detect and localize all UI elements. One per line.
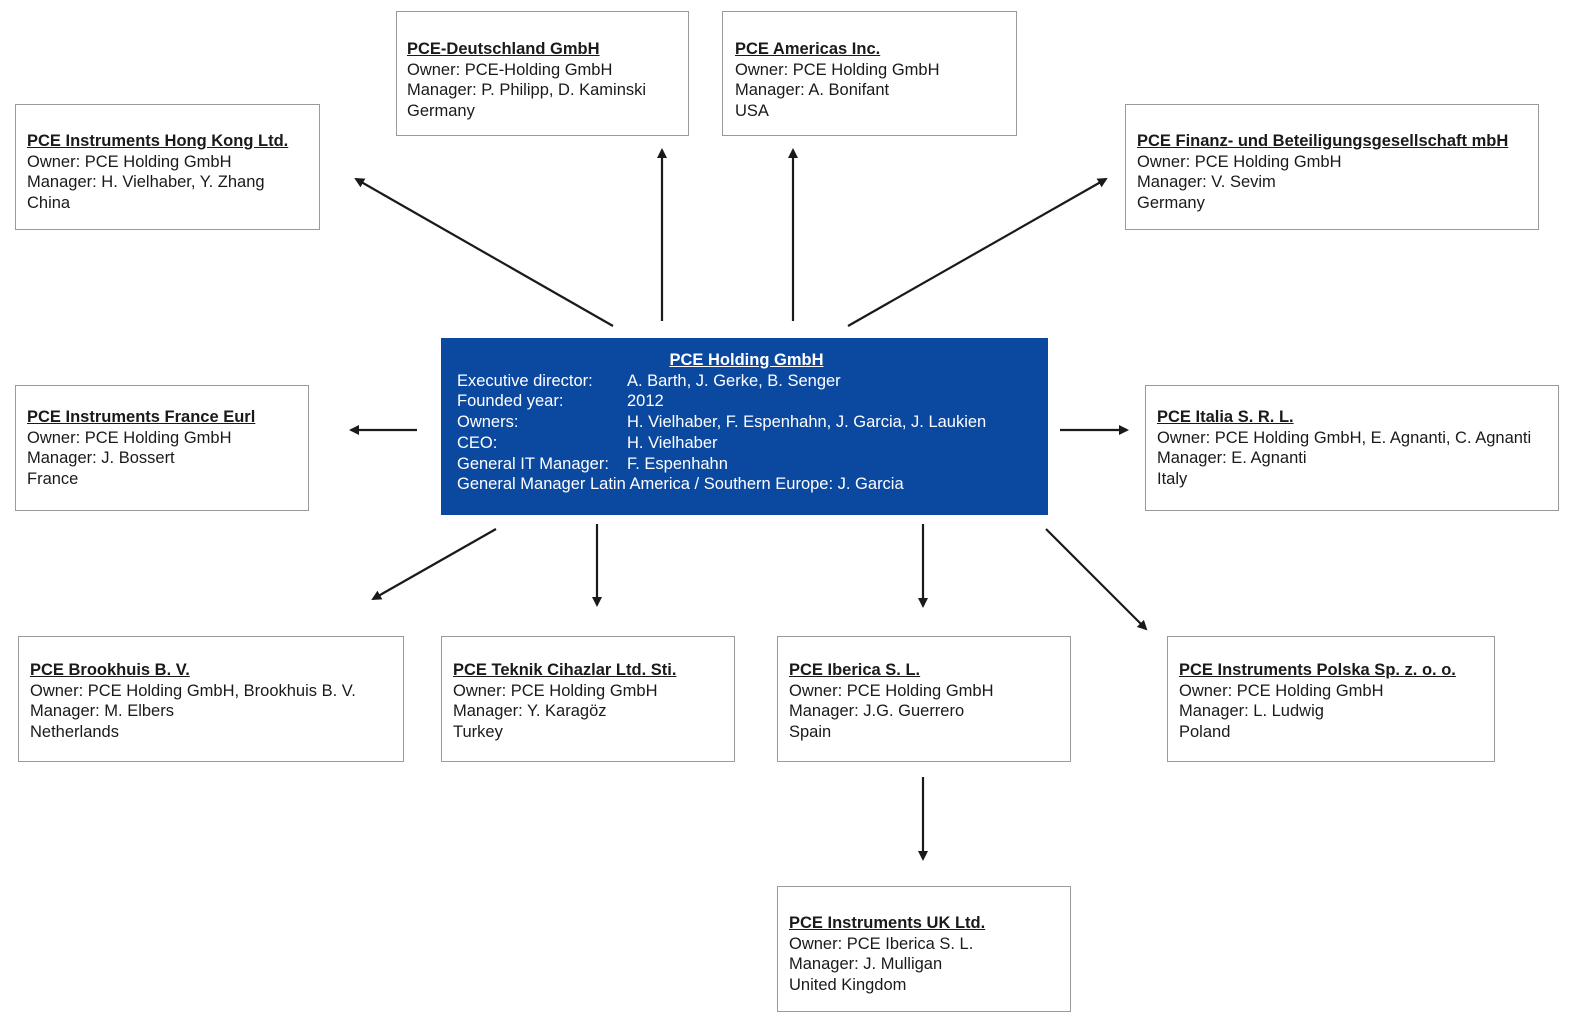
company-manager: Manager: J. Mulligan xyxy=(789,955,943,974)
company-owner: Owner: PCE Holding GmbH xyxy=(453,681,658,700)
company-title: PCE Instruments Hong Kong Ltd. xyxy=(27,132,289,150)
holding-row-label: General IT Manager: xyxy=(457,454,609,473)
company-owner: Owner: PCE Iberica S. L. xyxy=(789,934,974,953)
company-owner: Owner: PCE Holding GmbH xyxy=(789,681,994,700)
company-title: PCE Instruments France Eurl xyxy=(27,408,256,426)
company-manager: Manager: V. Sevim xyxy=(1137,173,1276,192)
arrow-to-hongkong xyxy=(354,178,614,327)
company-country: Turkey xyxy=(453,723,503,742)
company-box-uk: PCE Instruments UK Ltd. Owner: PCE Iberi… xyxy=(777,886,1071,1012)
company-manager: Manager: E. Agnanti xyxy=(1157,449,1307,468)
company-manager: Manager: Y. Karagöz xyxy=(453,702,607,721)
holding-row-label: Owners: xyxy=(457,413,519,432)
company-country: Netherlands xyxy=(30,723,119,742)
holding-row-value: A. Barth, J. Gerke, B. Senger xyxy=(627,371,841,390)
company-owner: Owner: PCE Holding GmbH xyxy=(1179,681,1384,700)
company-box-brookhuis: PCE Brookhuis B. V. Owner: PCE Holding G… xyxy=(18,636,404,762)
arrow-to-polska xyxy=(1045,528,1148,631)
holding-row: Founded year: 2012 xyxy=(457,391,1032,412)
company-owner: Owner: PCE Holding GmbH xyxy=(735,60,940,79)
company-title: PCE Italia S. R. L. xyxy=(1157,408,1294,426)
company-country: Germany xyxy=(407,102,475,121)
holding-row: CEO: H. Vielhaber xyxy=(457,433,1032,454)
holding-row-value: H. Vielhaber, F. Espenhahn, J. Garcia, J… xyxy=(627,413,987,432)
company-country: China xyxy=(27,194,71,213)
company-title: PCE Brookhuis B. V. xyxy=(30,661,190,679)
company-country: Spain xyxy=(789,723,832,742)
company-manager: Manager: J.G. Guerrero xyxy=(789,702,965,721)
holding-row-label: CEO: xyxy=(457,433,498,452)
company-box-teknik: PCE Teknik Cihazlar Ltd. Sti. Owner: PCE… xyxy=(441,636,735,762)
company-owner: Owner: PCE-Holding GmbH xyxy=(407,60,613,79)
company-box-italia: PCE Italia S. R. L. Owner: PCE Holding G… xyxy=(1145,385,1559,511)
company-box-polska: PCE Instruments Polska Sp. z. o. o. Owne… xyxy=(1167,636,1495,762)
company-owner: Owner: PCE Holding GmbH, E. Agnanti, C. … xyxy=(1157,428,1532,447)
holding-last-line: General Manager Latin America / Southern… xyxy=(457,475,904,494)
company-owner: Owner: PCE Holding GmbH xyxy=(27,428,232,447)
company-country: United Kingdom xyxy=(789,976,907,995)
company-country: Italy xyxy=(1157,470,1188,489)
company-title: PCE Instruments Polska Sp. z. o. o. xyxy=(1179,661,1456,679)
holding-row: General IT Manager: F. Espenhahn xyxy=(457,454,1032,475)
company-owner: Owner: PCE Holding GmbH, Brookhuis B. V. xyxy=(30,681,356,700)
holding-row-value: 2012 xyxy=(627,392,664,411)
company-manager: Manager: A. Bonifant xyxy=(735,81,890,100)
holding-row-label: Founded year: xyxy=(457,392,564,411)
holding-row: Executive director: A. Barth, J. Gerke, … xyxy=(457,371,1032,392)
company-title: PCE Iberica S. L. xyxy=(789,661,921,679)
holding-row-value: H. Vielhaber xyxy=(627,433,718,452)
company-owner: Owner: PCE Holding GmbH xyxy=(27,152,232,171)
company-title: PCE Americas Inc. xyxy=(735,40,881,58)
company-box-finanz: PCE Finanz- und Beteiligungsgesellschaft… xyxy=(1125,104,1539,230)
company-box-france: PCE Instruments France Eurl Owner: PCE H… xyxy=(15,385,309,511)
holding-box: PCE Holding GmbH Executive director: A. … xyxy=(441,338,1048,515)
company-box-americas: PCE Americas Inc. Owner: PCE Holding Gmb… xyxy=(722,11,1017,136)
company-box-deutschland: PCE-Deutschland GmbH Owner: PCE-Holding … xyxy=(396,11,689,136)
company-box-hongkong: PCE Instruments Hong Kong Ltd. Owner: PC… xyxy=(15,104,320,230)
company-title: PCE-Deutschland GmbH xyxy=(407,40,600,58)
company-owner: Owner: PCE Holding GmbH xyxy=(1137,152,1342,171)
company-country: Germany xyxy=(1137,194,1205,213)
company-manager: Manager: J. Bossert xyxy=(27,449,175,468)
holding-row-label: Executive director: xyxy=(457,371,593,390)
company-manager: Manager: H. Vielhaber, Y. Zhang xyxy=(27,173,265,192)
company-manager: Manager: P. Philipp, D. Kaminski xyxy=(407,81,647,100)
holding-title: PCE Holding GmbH xyxy=(669,351,824,369)
holding-row-value: F. Espenhahn xyxy=(627,454,728,473)
company-manager: Manager: M. Elbers xyxy=(30,702,174,721)
holding-row: Owners: H. Vielhaber, F. Espenhahn, J. G… xyxy=(457,412,1032,433)
company-country: USA xyxy=(735,102,769,121)
company-country: France xyxy=(27,470,79,489)
company-title: PCE Instruments UK Ltd. xyxy=(789,914,986,932)
company-title: PCE Teknik Cihazlar Ltd. Sti. xyxy=(453,661,677,679)
company-country: Poland xyxy=(1179,723,1231,742)
arrow-to-brookhuis xyxy=(371,528,497,600)
company-box-iberica: PCE Iberica S. L. Owner: PCE Holding Gmb… xyxy=(777,636,1071,762)
arrow-to-finanz xyxy=(847,178,1108,327)
company-manager: Manager: L. Ludwig xyxy=(1179,702,1324,721)
company-title: PCE Finanz- und Beteiligungsgesellschaft… xyxy=(1137,132,1509,150)
